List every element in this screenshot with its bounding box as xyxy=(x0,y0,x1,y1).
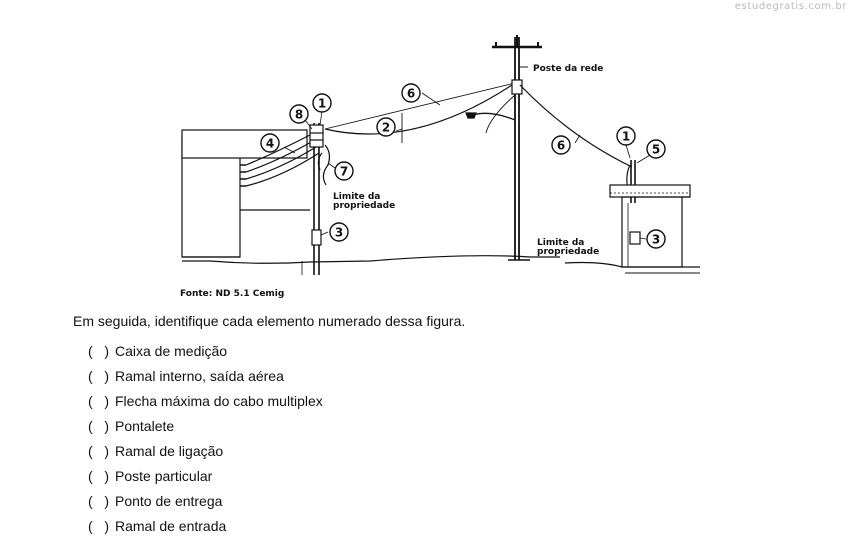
callout-5 xyxy=(646,139,666,159)
svg-text:3: 3 xyxy=(652,233,660,247)
callout-2 xyxy=(376,117,396,137)
svg-text:7: 7 xyxy=(340,165,348,179)
option-label: Caixa de medição xyxy=(115,343,228,359)
svg-text:1: 1 xyxy=(318,97,326,111)
label-network-pole: Poste da rede xyxy=(533,64,603,74)
option-item[interactable]: ( ) Ramal interno, saída aérea xyxy=(88,366,323,391)
callout-3-right xyxy=(646,229,666,249)
option-label: Ramal de entrada xyxy=(115,518,227,534)
blank-marker[interactable]: ( ) xyxy=(88,518,109,534)
svg-text:2: 2 xyxy=(382,121,390,135)
option-label: Ramal de ligação xyxy=(115,443,224,459)
svg-text:5: 5 xyxy=(652,143,660,157)
svg-text:3: 3 xyxy=(335,226,343,240)
blank-marker[interactable]: ( ) xyxy=(88,393,109,409)
label-property-limit-left-2: propriedade xyxy=(333,201,395,211)
diagram-svg: 1 8 6 2 4 7 3 6 1 5 3 Poste da rede Limi… xyxy=(180,35,700,299)
option-item[interactable]: ( ) Pontalete xyxy=(88,416,323,441)
electrical-diagram-figure: 1 8 6 2 4 7 3 6 1 5 3 Poste da rede Limi… xyxy=(170,25,710,310)
svg-text:6: 6 xyxy=(557,139,565,153)
option-item[interactable]: ( ) Flecha máxima do cabo multiplex xyxy=(88,391,323,416)
options-list: ( ) Caixa de medição ( ) Ramal interno, sa… xyxy=(88,341,323,541)
label-property-limit-right-2: propriedade xyxy=(537,247,599,257)
option-label: Ponto de entrega xyxy=(115,493,223,509)
label-property-limit-right-1: Limite da xyxy=(537,238,584,248)
svg-text:8: 8 xyxy=(295,108,303,122)
svg-text:6: 6 xyxy=(407,87,415,101)
callout-8 xyxy=(289,104,309,124)
option-item[interactable]: ( ) Caixa de medição xyxy=(88,341,323,366)
internal-wire-1 xyxy=(245,134,311,166)
svg-text:4: 4 xyxy=(266,137,274,151)
service-drop-right xyxy=(519,84,633,168)
callout-3-left xyxy=(329,222,349,242)
option-label: Flecha máxima do cabo multiplex xyxy=(115,393,323,409)
callout-1-left xyxy=(312,93,332,113)
site-watermark: estudegratis.com.br xyxy=(734,1,847,12)
option-label: Poste particular xyxy=(115,468,213,484)
question-prompt: Em seguida, identifique cada elemento nu… xyxy=(73,313,466,329)
blank-marker[interactable]: ( ) xyxy=(88,368,109,384)
callout-6-left xyxy=(401,83,421,103)
option-label: Ramal interno, saída aérea xyxy=(115,368,284,384)
callout-1-right xyxy=(616,126,636,146)
callout-7 xyxy=(334,161,354,181)
blank-marker[interactable]: ( ) xyxy=(88,468,109,484)
svg-text:1: 1 xyxy=(622,130,630,144)
blank-marker[interactable]: ( ) xyxy=(88,493,109,509)
figure-source-caption: Fonte: ND 5.1 Cemig xyxy=(180,289,284,299)
right-building-roof xyxy=(609,184,691,198)
option-item[interactable]: ( ) Ramal de ligação xyxy=(88,441,323,466)
callout-4 xyxy=(260,133,280,153)
option-label: Pontalete xyxy=(115,418,175,434)
option-item[interactable]: ( ) Poste particular xyxy=(88,466,323,491)
label-property-limit-left-1: Limite da xyxy=(333,192,380,202)
blank-marker[interactable]: ( ) xyxy=(88,443,109,459)
service-drop-cable xyxy=(324,82,516,135)
blank-marker[interactable]: ( ) xyxy=(88,418,109,434)
option-item[interactable]: ( ) Ponto de entrega xyxy=(88,491,323,516)
option-item[interactable]: ( ) Ramal de entrada xyxy=(88,516,323,541)
blank-marker[interactable]: ( ) xyxy=(88,343,109,359)
left-building-roof xyxy=(181,129,308,159)
callout-6-right xyxy=(551,135,571,155)
